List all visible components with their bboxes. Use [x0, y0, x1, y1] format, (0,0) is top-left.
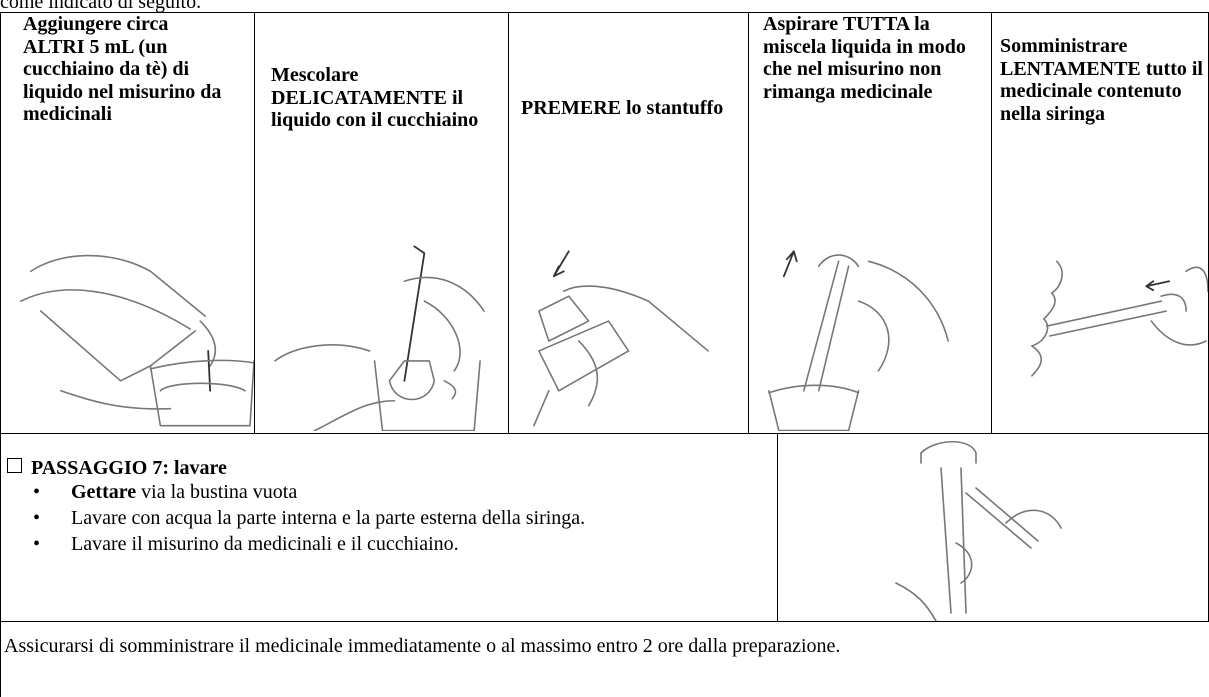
- stir-with-spoon-illustration: [255, 241, 508, 432]
- step-cell-mix: Mescolare DELICATAMENTE il liquido con i…: [254, 12, 509, 434]
- pour-liquid-illustration: [1, 241, 255, 431]
- wash-section: PASSAGGIO 7: lavare Gettare via la busti…: [0, 433, 1209, 622]
- list-item: Gettare via la bustina vuota: [33, 479, 753, 505]
- step-cell-draw: Aspirare TUTTA la miscela liquida in mod…: [748, 12, 992, 434]
- press-plunger-illustration: [509, 241, 748, 431]
- wash-instruction-list: Gettare via la bustina vuota Lavare con …: [33, 479, 753, 557]
- step-instruction-press: PREMERE lo stantuffo: [521, 97, 724, 119]
- draw-up-mixture-illustration: [749, 241, 991, 432]
- step-instruction-administer: Somministrare LENTAMENTE tutto il medici…: [1000, 35, 1203, 125]
- top-text-fragment: come indicato di seguito.: [0, 0, 202, 13]
- wash-illustration-cell: [776, 433, 1209, 622]
- step-cell-add-liquid: Aggiungere circa ALTRI 5 mL (un cucchiai…: [0, 12, 255, 434]
- step-instruction-mix: Mescolare DELICATAMENTE il liquido con i…: [271, 64, 479, 131]
- wash-step-title: PASSAGGIO 7: lavare: [7, 457, 227, 480]
- checkbox-icon: [7, 458, 22, 473]
- wash-syringe-illustration: [895, 441, 1062, 622]
- step-instruction-add-liquid: Aggiungere circa ALTRI 5 mL (un cucchiai…: [23, 13, 222, 125]
- list-item: Lavare con acqua la parte interna e la p…: [33, 505, 753, 531]
- step-cell-administer: Somministrare LENTAMENTE tutto il medici…: [991, 12, 1209, 434]
- wash-instructions-cell: PASSAGGIO 7: lavare Gettare via la busti…: [0, 433, 778, 622]
- step-instruction-draw: Aspirare TUTTA la miscela liquida in mod…: [763, 13, 966, 103]
- step-cell-press: PREMERE lo stantuffo: [508, 12, 749, 434]
- preparation-note: Assicurarsi di somministrare il medicina…: [0, 622, 1209, 697]
- administer-syringe-illustration: [992, 241, 1209, 431]
- list-item: Lavare il misurino da medicinali e il cu…: [33, 531, 753, 557]
- steps-table: Aggiungere circa ALTRI 5 mL (un cucchiai…: [0, 12, 1209, 434]
